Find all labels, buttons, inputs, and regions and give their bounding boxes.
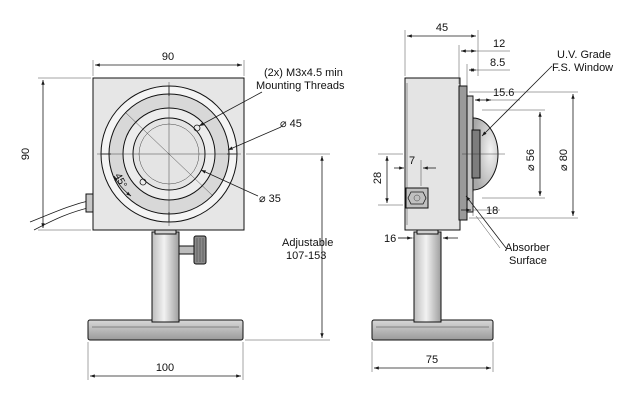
mounting-hole-2 [139,178,147,186]
side-post [413,231,442,323]
absorber-label-line2: Surface [509,255,547,267]
thumb-screw-shaft [178,245,196,255]
adjustable-label-line1: Adjustable [282,237,333,249]
dim-7-label: 7 [409,155,415,167]
front-view: 90 90 100 (2x) M3x4.5 min Mounting Threa… [20,51,345,380]
dim-28-label: 28 [372,172,384,184]
dim-56-label: ⌀ 56 [525,149,537,171]
front-width-label: 90 [162,51,174,63]
front-base-width-label: 100 [156,362,174,374]
side-view: 45 12 8.5 15.6 U.V. Grade F.S. Window ⌀ … [371,22,613,372]
inner-diameter-label: ⌀ 35 [259,193,281,205]
cable [29,199,93,223]
window-label-line1: U.V. Grade [557,49,611,61]
absorber-plate [458,85,468,221]
dim-18-label: 18 [486,205,498,217]
side-depth-label: 45 [436,22,448,34]
threads-callout-line1: (2x) M3x4.5 min [264,67,343,79]
dim-15-6-label: 15.6 [493,87,514,99]
dim-8-5-label: 8.5 [490,57,505,69]
window-label-line2: F.S. Window [552,62,613,74]
threads-callout-line2: Mounting Threads [256,80,345,92]
dim-80-label: ⌀ 80 [558,149,570,171]
side-base [371,319,494,341]
side-base-depth-label: 75 [426,354,438,366]
outer-diameter-label: ⌀ 45 [280,118,302,130]
side-screw [405,187,429,209]
absorber-label-line1: Absorber [505,242,550,254]
dim-16-label: 16 [384,233,396,245]
front-base [87,319,244,341]
front-post [151,231,180,323]
front-height-label: 90 [20,148,32,160]
adjustable-label-line2: 107-153 [286,250,326,262]
dim-12-label: 12 [493,38,505,50]
mounting-hole-1 [193,124,201,132]
